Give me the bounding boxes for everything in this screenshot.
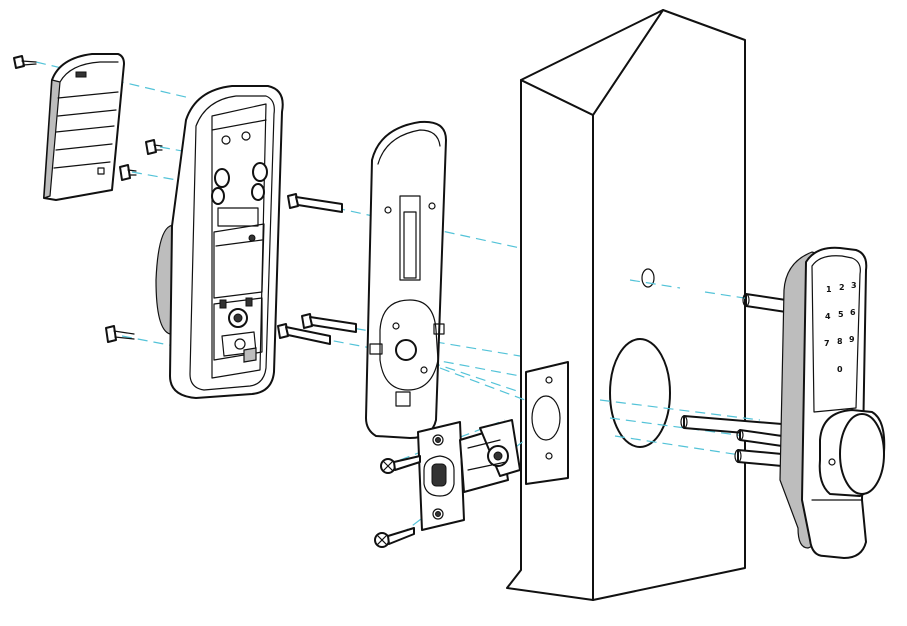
- mounting-screw: [301, 313, 357, 333]
- cover-screw: [145, 139, 163, 155]
- latch-screw: [374, 527, 415, 548]
- keypad-key-6: 6: [850, 308, 856, 317]
- mounting-screw: [277, 323, 331, 345]
- keypad-key-7: 7: [824, 339, 830, 348]
- keypad-key-0: 0: [837, 365, 843, 374]
- keypad-key-3: 3: [851, 281, 857, 290]
- keypad-key-5: 5: [838, 310, 844, 319]
- door-edge-latch-plate: [525, 361, 569, 485]
- keypad-key-9: 9: [849, 335, 855, 344]
- key-cylinder-hole: [828, 458, 836, 466]
- exterior-knob: [818, 409, 886, 497]
- door-cross-bore: [609, 338, 671, 448]
- battery-cover: [43, 53, 125, 201]
- mounting-screw: [287, 193, 343, 213]
- cover-screw: [13, 55, 37, 69]
- keypad-key-8: 8: [837, 337, 843, 346]
- mounting-plate: [365, 120, 447, 439]
- cover-screw: [119, 164, 137, 181]
- keypad-key-4: 4: [825, 312, 831, 321]
- door: [506, 9, 746, 601]
- keypad-key-2: 2: [839, 283, 845, 292]
- door-spindle-hole: [641, 268, 655, 288]
- latch-screw: [380, 455, 421, 474]
- latch-bolt: [417, 419, 521, 531]
- interior-assembly: [155, 85, 284, 399]
- keypad-key-1: 1: [826, 285, 832, 294]
- cover-screw: [105, 325, 135, 343]
- keypad: 1 2 3 4 5 6 7 8 9 0: [824, 281, 857, 374]
